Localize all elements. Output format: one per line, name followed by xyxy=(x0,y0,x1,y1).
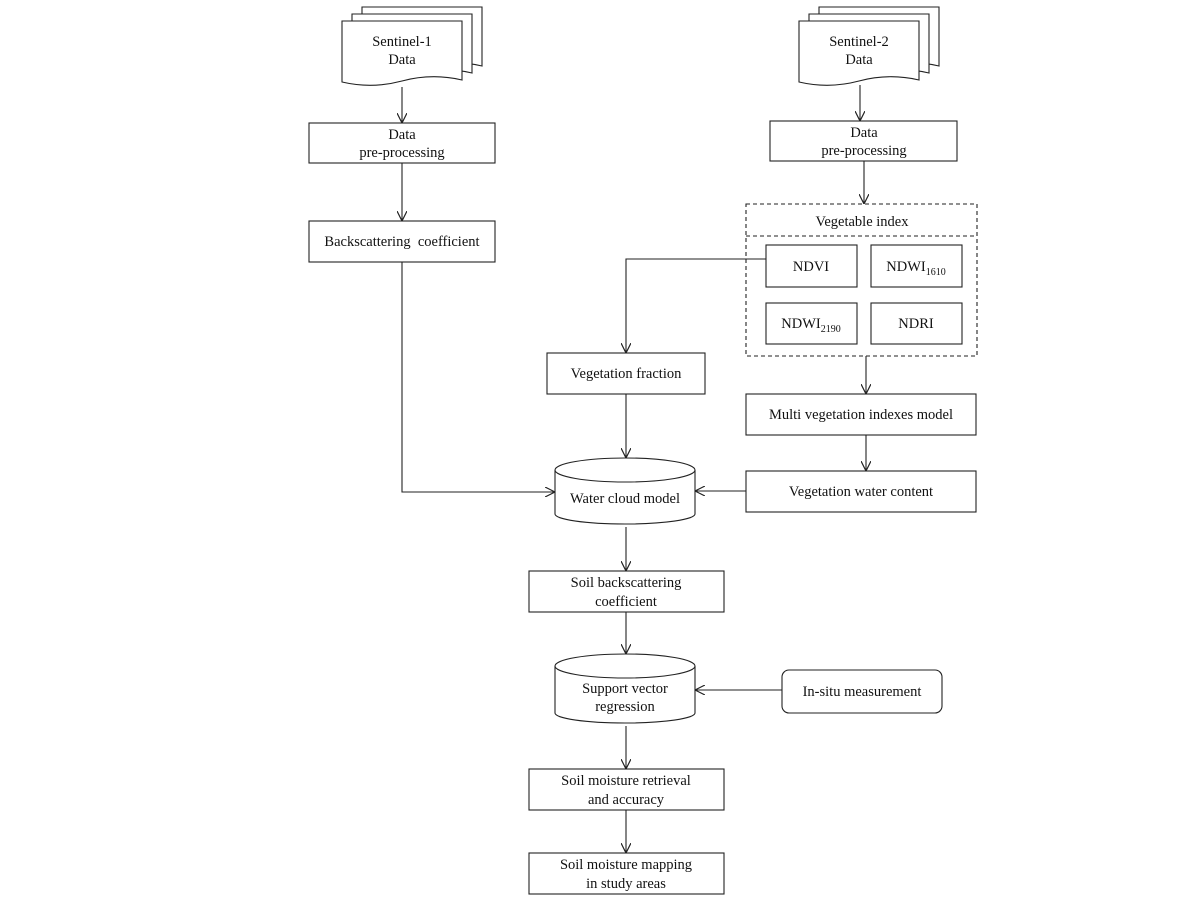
insitu-measurement-node: In-situ measurement xyxy=(781,669,943,714)
sentinel2-data-node: Sentinel-2 Data xyxy=(798,6,940,86)
preprocessing-left-line1: Data xyxy=(388,127,416,143)
sentinel1-sublabel: Data xyxy=(388,52,416,68)
ndwi2190-label: NDWI2190 xyxy=(781,316,840,335)
soil-backscattering-line1: Soil backscattering xyxy=(571,575,682,591)
soil-moisture-retrieval-line1: Soil moisture retrieval xyxy=(561,773,691,789)
multi-vegetation-model-label: Multi vegetation indexes model xyxy=(769,407,953,423)
vegetation-water-content-label: Vegetation water content xyxy=(789,484,933,500)
ndwi1610-base: NDWI xyxy=(886,259,926,275)
preprocessing-left-node: Data pre-processing xyxy=(308,122,496,164)
ndwi2190-node: NDWI2190 xyxy=(765,302,858,345)
vegetation-fraction-node: Vegetation fraction xyxy=(546,352,706,395)
insitu-measurement-label: In-situ measurement xyxy=(803,684,922,700)
ndvi-node: NDVI xyxy=(765,244,858,288)
soil-moisture-retrieval-line2: and accuracy xyxy=(588,792,665,808)
preprocessing-right-node: Data pre-processing xyxy=(769,120,958,162)
ndwi1610-node: NDWI1610 xyxy=(870,244,963,288)
backscattering-coefficient-label: Backscattering coefficient xyxy=(324,234,479,250)
vegetable-index-title: Vegetable index xyxy=(815,214,909,230)
vegetation-fraction-label: Vegetation fraction xyxy=(571,366,682,382)
preprocessing-left-line2: pre-processing xyxy=(359,145,444,161)
ndri-node: NDRI xyxy=(870,302,963,345)
support-vector-regression-line2: regression xyxy=(595,699,655,715)
sentinel1-label: Sentinel-1 xyxy=(372,34,432,50)
vegetable-index-group: Vegetable index NDVI NDWI1610 NDWI2190 N… xyxy=(745,203,978,357)
multi-vegetation-model-node: Multi vegetation indexes model xyxy=(745,393,977,436)
ndvi-label: NDVI xyxy=(793,259,829,275)
water-cloud-model-node: Water cloud model xyxy=(554,457,696,525)
preprocessing-right-line2: pre-processing xyxy=(821,143,906,159)
sentinel2-label: Sentinel-2 xyxy=(829,34,889,50)
preprocessing-right-line1: Data xyxy=(850,125,878,141)
soil-moisture-retrieval-node: Soil moisture retrieval and accuracy xyxy=(528,768,725,811)
soil-moisture-mapping-node: Soil moisture mapping in study areas xyxy=(528,852,725,895)
sentinel1-data-node: Sentinel-1 Data xyxy=(341,6,483,86)
vegetation-water-content-node: Vegetation water content xyxy=(745,470,977,513)
water-cloud-model-label: Water cloud model xyxy=(570,491,680,507)
support-vector-regression-node: Support vector regression xyxy=(554,653,696,724)
soil-moisture-mapping-line2: in study areas xyxy=(586,876,666,892)
ndwi1610-label: NDWI1610 xyxy=(886,259,945,278)
ndwi2190-subscript: 2190 xyxy=(821,324,841,335)
backscattering-coefficient-node: Backscattering coefficient xyxy=(308,220,496,263)
soil-moisture-mapping-line1: Soil moisture mapping xyxy=(560,857,692,873)
connectors xyxy=(402,85,866,853)
support-vector-regression-line1: Support vector xyxy=(582,681,668,697)
ndwi1610-subscript: 1610 xyxy=(926,267,946,278)
arrow-backscatter-to-water-cloud xyxy=(401,262,555,492)
soil-backscattering-line2: coefficient xyxy=(595,594,657,610)
soil-backscattering-node: Soil backscattering coefficient xyxy=(528,570,725,613)
ndri-label: NDRI xyxy=(898,316,934,332)
sentinel2-sublabel: Data xyxy=(845,52,873,68)
arrow-ndvi-to-vegetation-fraction xyxy=(626,258,766,353)
ndwi2190-base: NDWI xyxy=(781,316,821,332)
